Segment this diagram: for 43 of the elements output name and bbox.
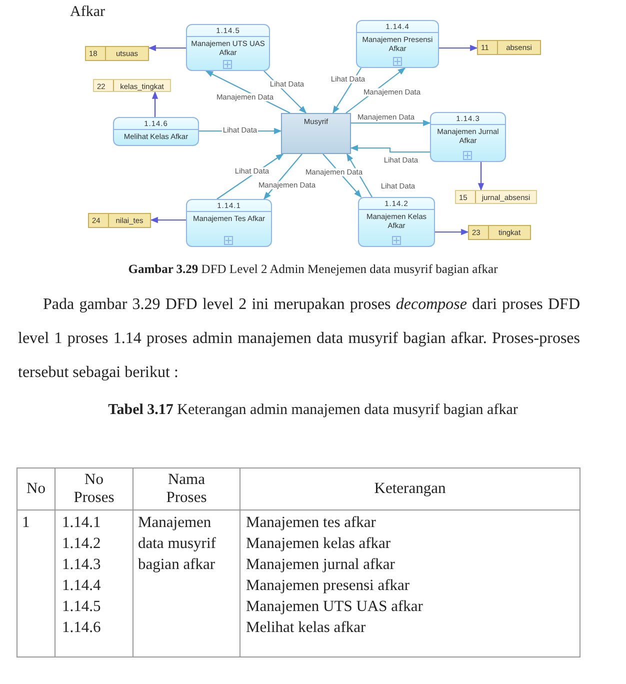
table-cell-text: 1.14.1 [62,513,101,533]
data-flow-arrow [150,216,186,224]
table-header: No [26,479,46,499]
table-cell-text: Manajemen kelas afkar [246,534,391,554]
table-cell-text: 1.14.2 [62,534,101,554]
table-cell-text: 1.14.6 [62,618,101,638]
table-title: Tabel 3.17 Keterangan admin manajemen data musyrif bagian afkar [107,401,519,420]
table-cell-text: 1 [22,513,30,533]
heading-text: Afkar [70,3,105,22]
figure-caption: Gambar 3.29 DFD Level 2 Admin Menejemen data musyrif bagian afkar [127,262,499,277]
external-entity-box [281,113,351,154]
process-box [430,112,506,162]
process-box [186,199,272,247]
data-store [477,40,541,55]
data-flow-arrow [478,162,484,191]
paragraph: Pada gambar 3.29 DFD level 2 ini merupakan proses decompose dari proses DFD level 1 proses 1.14 proses admin manajemen data musyrif bagian afkar. Proses-proses tersebut sebagai berikut : [18,295,580,383]
table-header: Nama Proses [165,470,208,508]
table-cell-text: 1.14.5 [62,597,101,617]
table-cell-text: Manajemen data musyrif bagian afkar [138,513,217,575]
data-store [455,190,537,204]
table-cell-text: Manajemen UTS UAS afkar [246,597,423,617]
data-store [93,79,171,92]
table-cell-text: Melihat kelas afkar [246,618,366,638]
process-box [356,20,439,68]
table-header: No Proses [72,470,116,508]
data-store [468,225,531,240]
data-store [88,213,151,228]
table-cell-text: Manajemen tes afkar [246,513,376,533]
process-box [358,197,435,247]
data-flow-arrow [435,228,469,236]
process-box [113,117,199,146]
process-box [186,24,270,71]
table-cell-text: Manajemen presensi afkar [246,576,410,596]
data-flow-arrow [148,44,186,52]
table-cell-text: Manajemen jurnal afkar [246,555,395,575]
table-cell-text: 1.14.3 [62,555,101,575]
data-flow-arrow [351,120,431,126]
data-store [85,46,149,61]
data-flow-arrow [439,44,478,52]
data-flow-arrow [350,144,430,153]
data-flow-arrow [152,91,158,117]
table-header: Keterangan [373,479,447,499]
table-cell-text: 1.14.4 [62,576,101,596]
